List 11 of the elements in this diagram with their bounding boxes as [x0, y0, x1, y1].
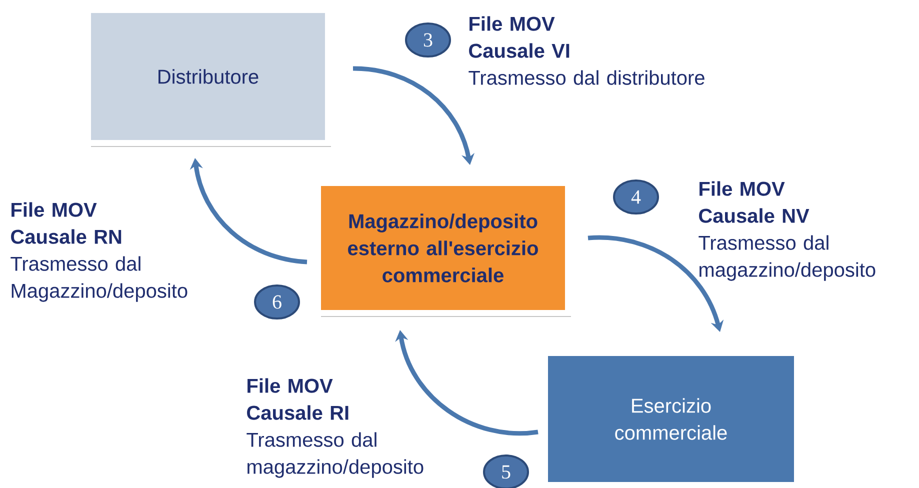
caption-text: File MOV Causale VI Trasmesso dal distributore — [468, 16, 704, 85]
number-badge: 4 — [613, 180, 659, 214]
process-box: Magazzino/deposito esterno all'esercizio commerciale — [315, 180, 571, 317]
caption-text: File MOV Causale RN Trasmesso dal Magazzino/deposito — [10, 202, 188, 302]
caption-text: File MOV Causale NV Trasmesso dal magazzino/deposito — [698, 181, 876, 281]
number-badge: 6 — [254, 284, 300, 320]
process-box: Distributore — [85, 7, 331, 147]
number-badge: 5 — [483, 454, 529, 488]
process-box: Esercizio commerciale — [542, 350, 800, 488]
number-badge: 3 — [405, 22, 451, 58]
caption-text: File MOV Causale RI Trasmesso dal magazzino/deposito — [246, 378, 424, 478]
